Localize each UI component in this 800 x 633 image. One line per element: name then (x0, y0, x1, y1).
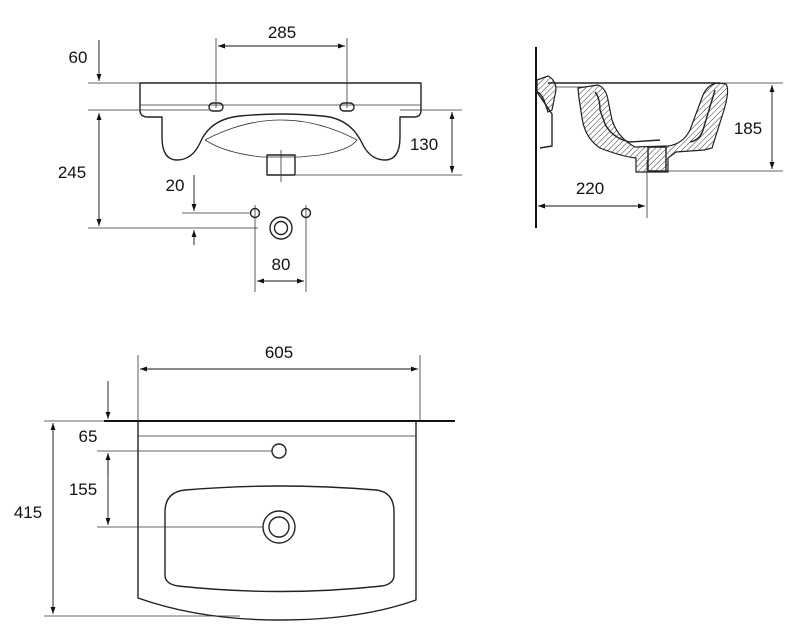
waste-hole-main-inner (273, 220, 289, 236)
dim-60-label: 60 (69, 48, 88, 67)
front-basin-outline (139, 82, 422, 161)
waste-hole-main-outer (269, 216, 293, 240)
top-drain-outer (262, 510, 296, 544)
dim-415-label: 415 (14, 503, 42, 522)
dim-80-label: 80 (272, 255, 291, 274)
top-bowl-outline (164, 485, 395, 593)
dim-220-label: 220 (576, 179, 604, 198)
side-view: 185 220 (535, 47, 783, 228)
dim-130-label: 130 (410, 135, 438, 154)
side-basin-section (577, 82, 729, 173)
dim-65-label: 65 (79, 427, 98, 446)
dim-285-label: 285 (268, 23, 296, 42)
dim-185-label: 185 (734, 119, 762, 138)
top-drain-inner (268, 516, 290, 538)
top-basin-outline (137, 421, 417, 621)
dim-155-label: 155 (69, 480, 97, 499)
front-bowl-arc (204, 119, 358, 158)
top-view: 605 65 155 415 (14, 343, 455, 621)
tap-hole (271, 443, 287, 459)
front-view: 285 60 245 130 20 80 (58, 23, 462, 292)
dim-605-label: 605 (265, 343, 293, 362)
dim-20-label: 20 (166, 176, 185, 195)
dim-245-label: 245 (58, 163, 86, 182)
